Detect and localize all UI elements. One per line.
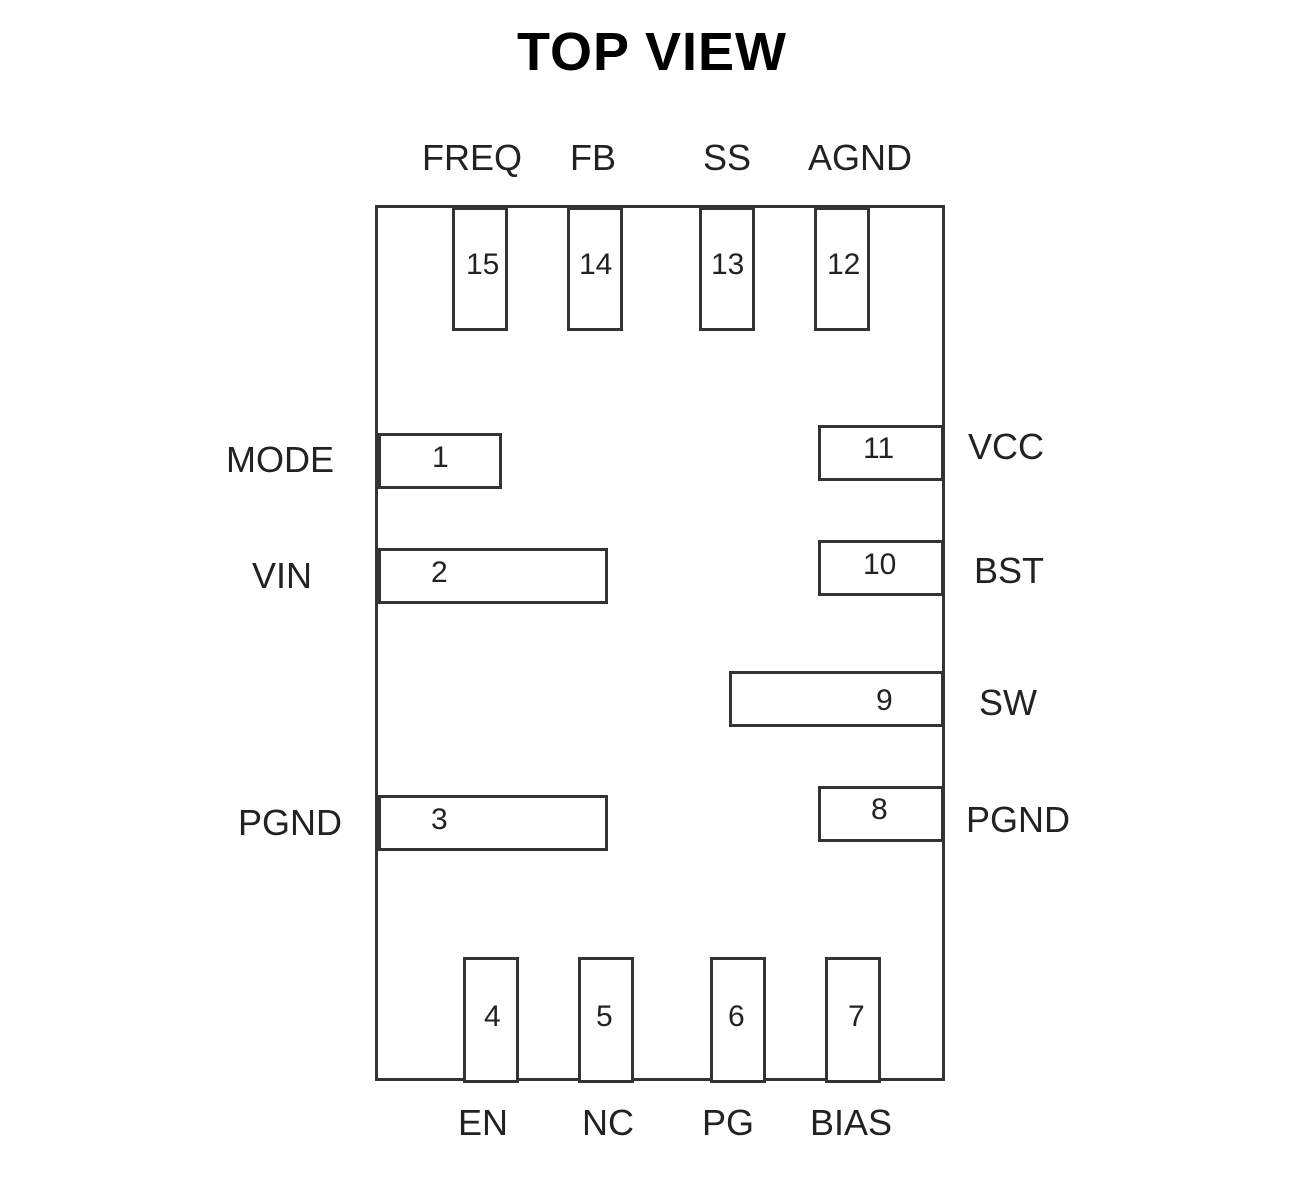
pin-1-label: MODE	[226, 439, 334, 480]
pin-11-pad	[818, 425, 944, 481]
pin-3-pad	[378, 795, 608, 851]
pin-9-label: SW	[979, 682, 1037, 723]
pin-6-label: PG	[702, 1102, 755, 1143]
pin-4-label: EN	[458, 1102, 509, 1143]
pin-14-number: 14	[579, 248, 613, 281]
pin-7-number: 7	[848, 1000, 865, 1033]
pin-8-number: 8	[871, 793, 888, 826]
pin-7-label: BIAS	[810, 1102, 893, 1143]
pin-1-pad	[378, 433, 502, 489]
pin-5-number: 5	[596, 1000, 613, 1033]
pin-2-label: VIN	[252, 555, 313, 596]
pin-14-label: FB	[570, 137, 617, 178]
pin-12-pad	[814, 207, 870, 331]
pin-13-pad	[699, 207, 755, 331]
ic-package-outline	[375, 205, 945, 1081]
pin-12-number: 12	[827, 248, 861, 281]
pin-11-label: VCC	[968, 426, 1045, 467]
pin-5-label: NC	[582, 1102, 634, 1143]
pin-6-pad	[710, 957, 766, 1083]
pin-1-number: 1	[432, 441, 449, 474]
pin-2-number: 2	[431, 556, 448, 589]
pin-3-number: 3	[431, 803, 448, 836]
pin-8-pad	[818, 786, 944, 842]
pin-9-pad	[729, 671, 944, 727]
pin-15-label: FREQ	[422, 137, 523, 178]
pin-10-pad	[818, 540, 944, 596]
pin-15-number: 15	[466, 248, 500, 281]
pin-10-number: 10	[863, 548, 897, 581]
pin-13-label: SS	[703, 137, 752, 178]
pin-6-number: 6	[728, 1000, 745, 1033]
pin-11-number: 11	[863, 432, 895, 465]
pin-9-number: 9	[876, 684, 893, 717]
pin-4-number: 4	[484, 1000, 501, 1033]
pin-12-label: AGND	[808, 137, 913, 178]
pin-3-label: PGND	[238, 802, 343, 843]
pin-5-pad	[578, 957, 634, 1083]
pin-8-label: PGND	[966, 799, 1071, 840]
pin-13-number: 13	[711, 248, 745, 281]
diagram-title: TOP VIEW	[516, 22, 788, 82]
pin-2-pad	[378, 548, 608, 604]
pin-7-pad	[825, 957, 881, 1083]
pin-4-pad	[463, 957, 519, 1083]
pin-10-label: BST	[974, 550, 1045, 591]
pin-15-pad	[452, 207, 508, 331]
pin-14-pad	[567, 207, 623, 331]
